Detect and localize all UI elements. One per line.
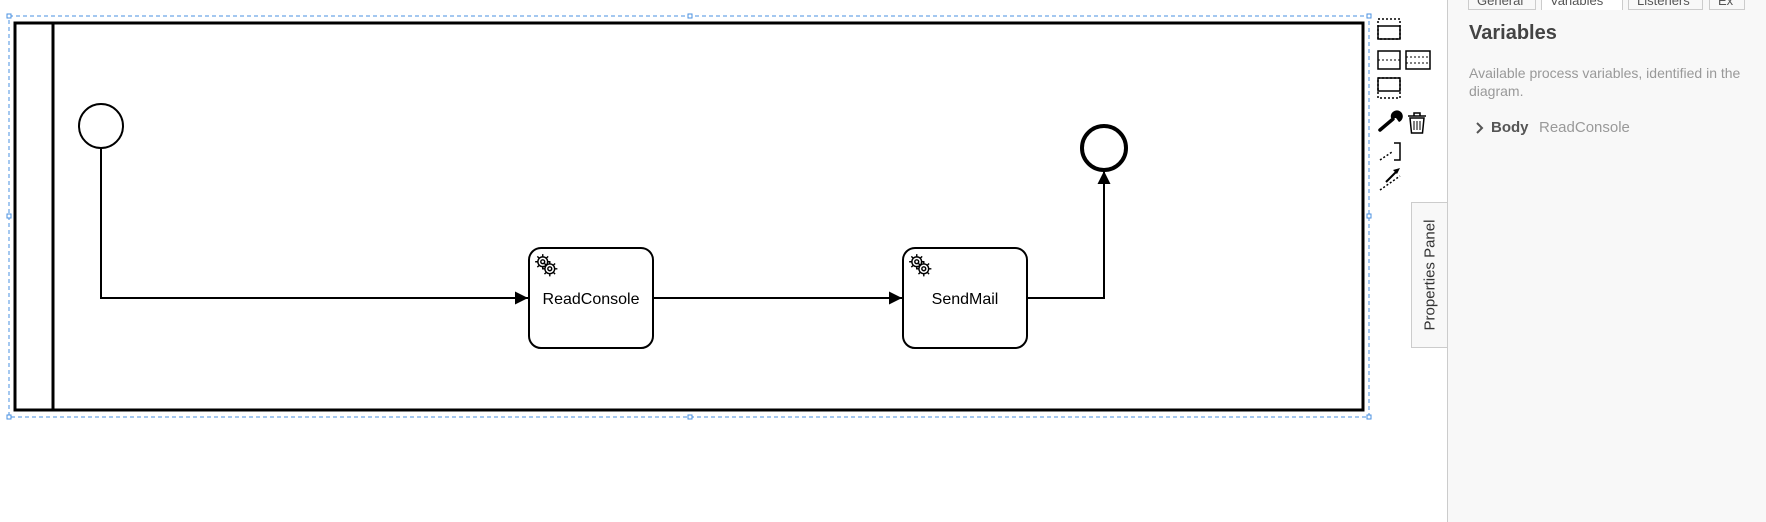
- sequence-flow-sendmail-to-end[interactable]: [1028, 171, 1111, 299]
- panel-title: Variables: [1469, 22, 1557, 44]
- split-lane-three-icon[interactable]: [1405, 50, 1431, 70]
- panel-description: Available process variables, identified …: [1469, 65, 1741, 99]
- split-lane-two-icon[interactable]: [1377, 50, 1401, 70]
- variable-source: ReadConsole: [1539, 119, 1630, 136]
- lane-above-icon[interactable]: [1377, 18, 1401, 42]
- properties-panel-toggle-label: Properties Panel: [1421, 219, 1439, 331]
- participant-pool[interactable]: [13, 21, 1365, 412]
- lane-below-icon[interactable]: [1377, 77, 1401, 99]
- properties-panel: General Variables Listeners Ex Variables…: [1447, 0, 1766, 522]
- trash-icon[interactable]: [1408, 112, 1426, 134]
- task-sendmail[interactable]: SendMail: [902, 247, 1028, 349]
- tab-general[interactable]: General: [1468, 0, 1536, 10]
- tab-listeners[interactable]: Listeners: [1628, 0, 1703, 10]
- sequence-flow-start-to-readconsole[interactable]: [100, 148, 528, 305]
- association-icon[interactable]: [1379, 142, 1401, 161]
- diagram-canvas[interactable]: ReadConsole SendMail: [0, 0, 1446, 522]
- tab-extensions[interactable]: Ex: [1709, 0, 1745, 10]
- tab-variables[interactable]: Variables: [1541, 0, 1623, 10]
- sequence-flow-icon[interactable]: [1379, 168, 1401, 191]
- context-pad: [1377, 18, 1431, 191]
- task-label-sendmail: SendMail: [932, 291, 999, 308]
- wrench-icon[interactable]: [1378, 110, 1403, 132]
- participant-selection: [6, 13, 1372, 420]
- task-readconsole[interactable]: ReadConsole: [528, 247, 654, 349]
- variable-name: Body: [1491, 119, 1529, 136]
- task-label-readconsole: ReadConsole: [543, 291, 640, 308]
- start-event[interactable]: [78, 103, 124, 149]
- panel-tabs: General Variables Listeners Ex: [1448, 0, 1766, 10]
- properties-panel-toggle[interactable]: Properties Panel: [1411, 202, 1448, 348]
- chevron-right-icon: [1476, 122, 1484, 134]
- end-event[interactable]: [1080, 124, 1128, 172]
